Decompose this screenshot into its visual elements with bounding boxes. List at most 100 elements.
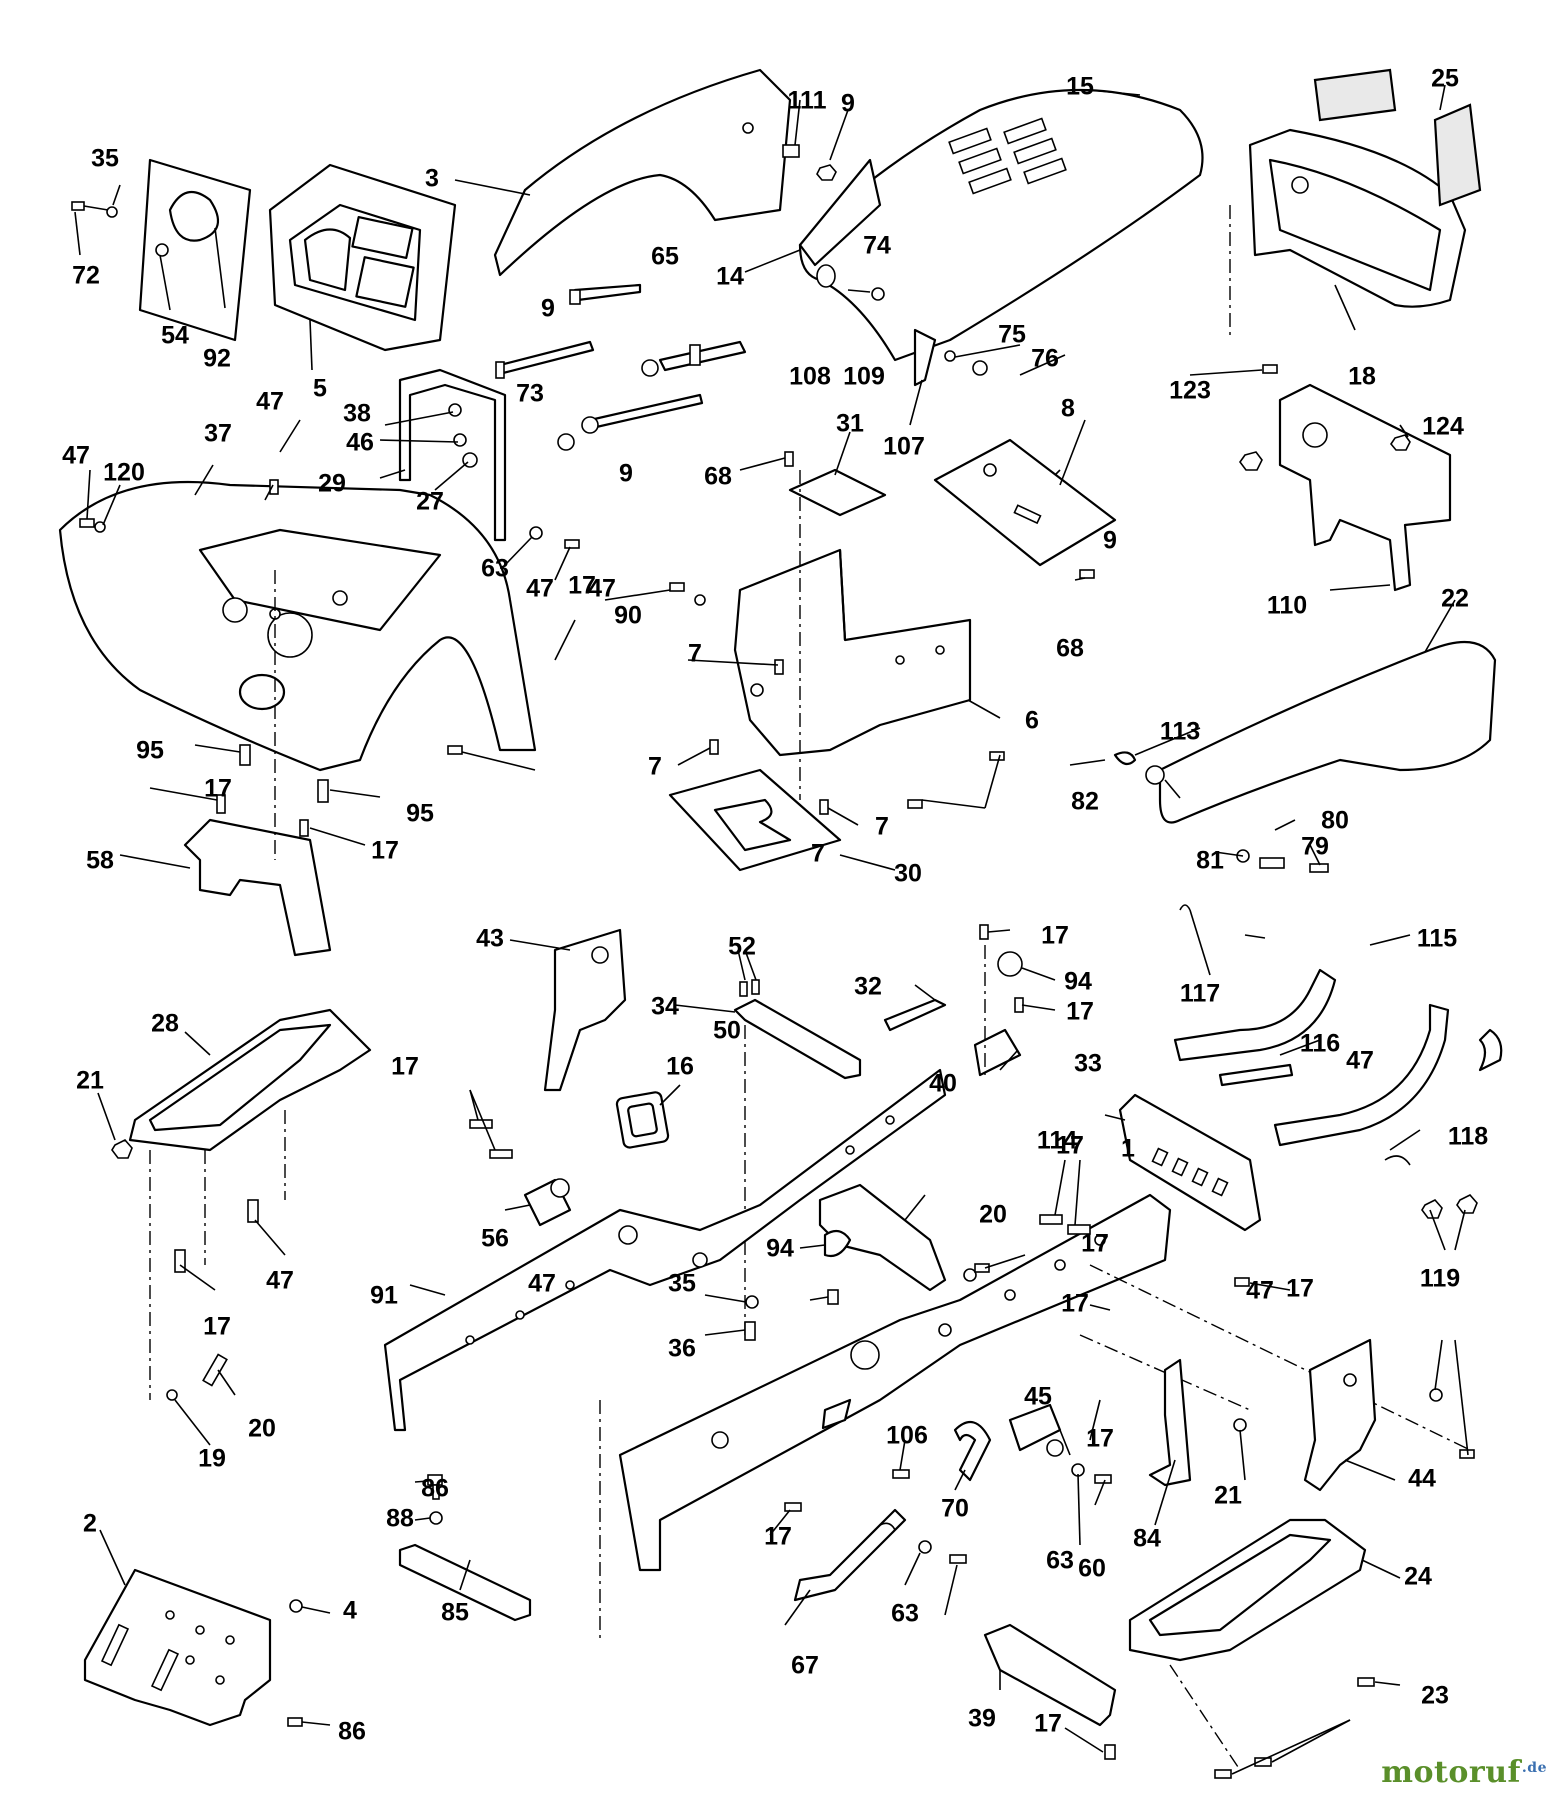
hood-fasteners-108-109-74 xyxy=(816,264,885,301)
callout-17: 17 xyxy=(371,837,399,865)
callout-106: 106 xyxy=(886,1422,928,1450)
callout-86: 86 xyxy=(421,1475,449,1503)
callout-17: 17 xyxy=(568,572,596,600)
callout-18: 18 xyxy=(1348,363,1376,391)
part-67-pedal-rod xyxy=(793,1508,967,1602)
callout-6: 6 xyxy=(1025,707,1039,735)
callout-52: 52 xyxy=(728,933,756,961)
callout-7: 7 xyxy=(648,753,662,781)
part-18-grille-housing xyxy=(1248,128,1467,308)
watermark-tld: .de xyxy=(1521,1760,1547,1776)
part-91-frame-rail xyxy=(383,1068,947,1432)
part-30-plate xyxy=(668,768,842,872)
callout-17: 17 xyxy=(203,1313,231,1341)
callout-84: 84 xyxy=(1133,1525,1161,1553)
callout-47: 47 xyxy=(588,575,616,603)
callout-50: 50 xyxy=(713,1017,741,1045)
callout-63: 63 xyxy=(481,555,509,583)
callout-54: 54 xyxy=(161,322,189,350)
part-1-frame-rail xyxy=(618,1193,1172,1572)
fastener-63-17 xyxy=(529,526,580,549)
part-85-bracket xyxy=(398,1474,532,1622)
watermark-logo: motoruf.de xyxy=(1381,1755,1547,1790)
callout-17: 17 xyxy=(1086,1425,1114,1453)
callout-29: 29 xyxy=(318,470,346,498)
callout-88: 88 xyxy=(386,1505,414,1533)
fastener-47-fender xyxy=(269,479,463,755)
callout-3: 3 xyxy=(425,165,439,193)
part-32-clip xyxy=(883,998,947,1032)
callout-47: 47 xyxy=(1246,1277,1274,1305)
callout-22: 22 xyxy=(1441,585,1469,613)
part-22-bumper xyxy=(1158,640,1497,824)
callout-85: 85 xyxy=(441,1599,469,1627)
part-24-footrest xyxy=(1128,1518,1367,1662)
part-115-lift-handle xyxy=(1173,904,1503,1147)
part-6-seat-support xyxy=(733,548,972,757)
callout-67: 67 xyxy=(791,1652,819,1680)
callout-70: 70 xyxy=(941,1495,969,1523)
callout-9: 9 xyxy=(1103,527,1117,555)
part-2-plate xyxy=(83,1568,303,1727)
callout-5: 5 xyxy=(313,375,327,403)
callout-34: 34 xyxy=(651,993,679,1021)
callout-9: 9 xyxy=(541,295,555,323)
callout-94: 94 xyxy=(1064,968,1092,996)
part-70-pedal-rod xyxy=(953,1420,992,1482)
assembly-line-44 xyxy=(1089,1264,1471,1451)
part-15-screen xyxy=(1313,68,1397,122)
callout-79: 79 xyxy=(1301,833,1329,861)
part-37-fender xyxy=(58,480,537,772)
callout-72: 72 xyxy=(72,262,100,290)
callout-120: 120 xyxy=(103,459,145,487)
rod-73-lower xyxy=(557,393,704,451)
callout-90: 90 xyxy=(614,602,642,630)
part-14-hood xyxy=(798,88,1204,362)
rod-65-b xyxy=(641,340,747,377)
callout-43: 43 xyxy=(476,925,504,953)
callout-27: 27 xyxy=(416,488,444,516)
callout-68: 68 xyxy=(1056,635,1084,663)
callout-37: 37 xyxy=(204,420,232,448)
callout-117: 117 xyxy=(1180,980,1220,1008)
part-58-bracket xyxy=(183,570,332,957)
callout-119: 119 xyxy=(1420,1265,1460,1293)
callout-47: 47 xyxy=(526,575,554,603)
callout-86: 86 xyxy=(338,1718,366,1746)
fasteners-7 xyxy=(669,582,1005,815)
callout-73: 73 xyxy=(516,380,544,408)
leader-lines xyxy=(74,84,1469,1775)
fasteners-118-119 xyxy=(1384,1155,1478,1219)
part-3-side-panel xyxy=(493,68,792,277)
callout-74: 74 xyxy=(863,232,891,260)
callout-2: 2 xyxy=(83,1510,97,1538)
callout-20: 20 xyxy=(248,1415,276,1443)
callout-123: 123 xyxy=(1169,377,1211,405)
callout-92: 92 xyxy=(203,345,231,373)
assembly-line-24 xyxy=(1169,1664,1241,1771)
rod-73-upper xyxy=(495,340,595,379)
callout-114: 114 xyxy=(1037,1127,1077,1155)
part-39-bracket xyxy=(983,1623,1117,1760)
callout-115: 115 xyxy=(1417,925,1457,953)
callout-21: 21 xyxy=(1214,1482,1242,1510)
callout-24: 24 xyxy=(1404,1563,1432,1591)
callout-38: 38 xyxy=(343,400,371,428)
callout-7: 7 xyxy=(875,813,889,841)
callout-17: 17 xyxy=(1056,1132,1084,1160)
callout-17: 17 xyxy=(391,1053,419,1081)
part-16-bezel xyxy=(615,1091,670,1149)
callout-109: 109 xyxy=(843,363,885,391)
callout-68: 68 xyxy=(704,463,732,491)
fastener-72-35 xyxy=(71,201,118,218)
part-43-bracket xyxy=(543,928,627,1092)
callout-7: 7 xyxy=(811,840,825,868)
part-45-bracket xyxy=(1008,1403,1112,1484)
callout-19: 19 xyxy=(198,1445,226,1473)
callout-31: 31 xyxy=(836,410,864,438)
callout-39: 39 xyxy=(968,1705,996,1733)
callout-124: 124 xyxy=(1422,413,1464,441)
callout-17: 17 xyxy=(1066,998,1094,1026)
callout-17: 17 xyxy=(1286,1275,1314,1303)
